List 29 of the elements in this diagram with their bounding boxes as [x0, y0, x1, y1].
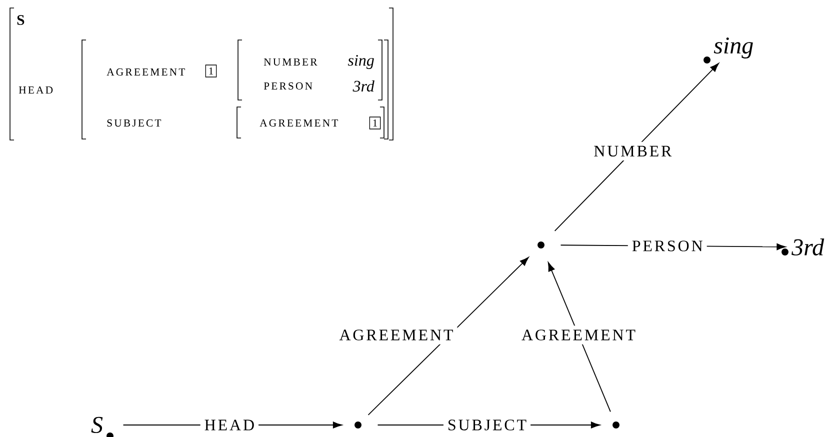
node-label: sing	[714, 38, 753, 58]
graph-node: S	[91, 416, 114, 437]
edge-label: PERSON	[628, 236, 707, 256]
feature-name: SUBJECT	[107, 119, 162, 127]
edge-label: SUBJECT	[443, 416, 531, 434]
edge-label: AGREEMENT	[335, 326, 458, 344]
feature-value: sing	[348, 55, 374, 69]
avm-label: S	[17, 15, 24, 25]
graph-node	[612, 422, 620, 428]
tag-box: 1	[369, 116, 381, 130]
graph-node: sing	[704, 38, 753, 64]
edge-label: HEAD	[200, 416, 259, 434]
node-label: S	[91, 416, 103, 434]
feature-name: PERSON	[264, 82, 312, 90]
node-label: 3rd	[792, 238, 824, 256]
arrow	[548, 262, 611, 412]
graph-node	[354, 422, 362, 428]
graph-node	[538, 242, 544, 248]
feature-value: 3rd	[352, 80, 374, 92]
feature-name: AGREEMENT	[260, 119, 338, 127]
edge-label: NUMBER	[590, 142, 676, 161]
feature-name: HEAD	[18, 86, 53, 94]
feature-name: NUMBER	[264, 58, 318, 66]
edge-label: AGREEMENT	[518, 326, 640, 344]
tag-box: 1	[205, 64, 217, 78]
graph-node: 3rd	[782, 238, 824, 256]
feature-name: AGREEMENT	[106, 68, 185, 76]
arrow	[554, 63, 719, 232]
arrow	[368, 257, 529, 416]
